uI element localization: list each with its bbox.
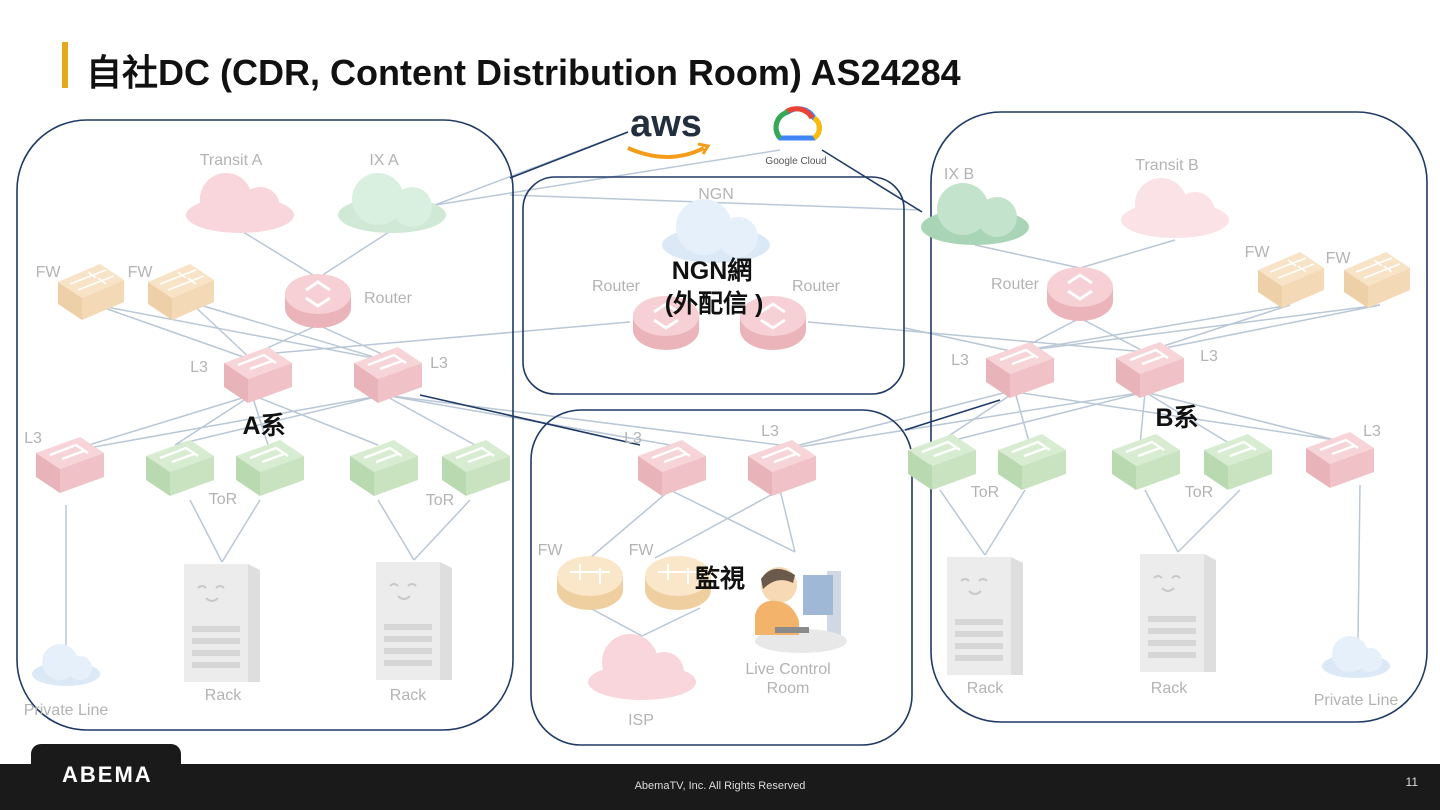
label-rack-b2: Rack	[1151, 680, 1188, 697]
label-fw-b2: FW	[1326, 250, 1352, 267]
label-fw-k1: FW	[538, 542, 564, 559]
label-ix-a: IX A	[369, 152, 399, 169]
aws-logo-icon: aws	[627, 103, 711, 159]
l3-b-private-icon	[1304, 430, 1376, 490]
label-ngn-external: (外配信 )	[665, 289, 764, 318]
l3-kanshi-right-icon	[746, 438, 818, 498]
fw-a-right-icon	[147, 263, 215, 321]
rack-b2-icon	[1139, 553, 1217, 673]
tor-b4-icon	[1202, 432, 1274, 492]
label-isp: ISP	[628, 712, 654, 729]
transit-b-cloud-icon	[1121, 178, 1229, 238]
label-a-kei: A系	[242, 412, 285, 440]
label-l3-a1: L3	[190, 359, 208, 376]
label-router-b: Router	[991, 276, 1040, 293]
page-number: 11	[1405, 775, 1418, 789]
label-transit-a: Transit A	[200, 152, 263, 169]
label-ngn: NGN	[698, 186, 734, 203]
zone-ngn	[522, 176, 905, 395]
tor-a3-icon	[348, 438, 420, 498]
footer-bar	[0, 764, 1440, 810]
zone-kanshi	[530, 409, 913, 746]
abema-logo: ABEMA	[62, 762, 153, 787]
label-rack-a1: Rack	[205, 687, 242, 704]
tor-a2-icon	[234, 438, 306, 498]
tor-b1-icon	[906, 432, 978, 492]
label-private-line-b: Private Line	[1314, 692, 1399, 709]
rack-a2-icon	[375, 561, 453, 681]
label-ix-b: IX B	[944, 166, 974, 183]
transit-a-cloud-icon	[186, 173, 294, 233]
label-l3-b2: L3	[1200, 348, 1218, 365]
fw-kanshi-left-icon	[556, 555, 624, 611]
zone-boxes	[16, 111, 1428, 746]
l3-a-private-icon	[34, 435, 106, 495]
label-private-line-a: Private Line	[24, 702, 109, 719]
tor-b2-icon	[996, 432, 1068, 492]
zone-b	[930, 111, 1428, 723]
label-kanshi: 監視	[695, 564, 745, 593]
label-transit-b: Transit B	[1135, 157, 1198, 174]
rack-a1-icon	[183, 563, 261, 683]
label-fw-b1: FW	[1245, 244, 1271, 261]
svg-text:Google Cloud: Google Cloud	[765, 156, 826, 167]
label-l3-b3: L3	[1363, 423, 1381, 440]
isp-cloud-icon	[588, 634, 696, 700]
label-l3-k1: L3	[624, 430, 642, 447]
page-title: 自社DC (CDR, Content Distribution Room) AS…	[86, 52, 961, 93]
label-fw-a1: FW	[36, 264, 62, 281]
label-l3-k2: L3	[761, 423, 779, 440]
label-tor-a2: ToR	[426, 492, 454, 509]
fw-b-right-icon	[1343, 251, 1411, 309]
ix-a-cloud-icon	[338, 173, 446, 233]
label-router-ngn-right: Router	[792, 278, 841, 295]
private-line-a-cloud-icon	[32, 644, 100, 686]
router-a-icon	[283, 272, 353, 330]
dark-links	[419, 131, 1001, 446]
label-router-a: Router	[364, 290, 413, 307]
private-line-b-cloud-icon	[1322, 636, 1390, 678]
label-tor-b1: ToR	[971, 484, 999, 501]
logo-tab	[31, 744, 181, 810]
tor-a1-icon	[144, 438, 216, 498]
l3-kanshi-left-icon	[636, 438, 708, 498]
zone-a	[16, 119, 514, 731]
operator-person-icon	[755, 567, 847, 653]
l3-b-left-icon	[984, 340, 1056, 400]
google-cloud-logo-icon: Google Cloud	[765, 106, 827, 167]
label-live-control-1: Live Control	[745, 661, 830, 678]
router-b-icon	[1045, 265, 1115, 323]
label-l3-b1: L3	[951, 352, 969, 369]
label-live-control-2: Room	[767, 680, 810, 697]
label-tor-a1: ToR	[209, 491, 237, 508]
label-l3-a3: L3	[24, 430, 42, 447]
title-accent-bar	[62, 42, 68, 88]
label-router-ngn-left: Router	[592, 278, 641, 295]
ix-b-cloud-icon	[921, 183, 1029, 245]
svg-text:aws: aws	[630, 103, 702, 145]
l3-a-right-icon	[352, 345, 424, 405]
tor-a4-icon	[440, 438, 512, 498]
label-l3-a2: L3	[430, 355, 448, 372]
label-b-kei: B系	[1155, 404, 1198, 432]
l3-a-left-icon	[222, 345, 294, 405]
rack-b1-icon	[946, 556, 1024, 676]
label-fw-k2: FW	[629, 542, 655, 559]
copyright-text: AbemaTV, Inc. All Rights Reserved	[634, 780, 806, 792]
label-ngn-network: NGN網	[672, 256, 753, 285]
label-tor-b2: ToR	[1185, 484, 1213, 501]
tor-b3-icon	[1110, 432, 1182, 492]
label-rack-a2: Rack	[390, 687, 427, 704]
label-fw-a2: FW	[128, 264, 154, 281]
label-rack-b1: Rack	[967, 680, 1004, 697]
ngn-cloud-icon	[662, 199, 770, 263]
